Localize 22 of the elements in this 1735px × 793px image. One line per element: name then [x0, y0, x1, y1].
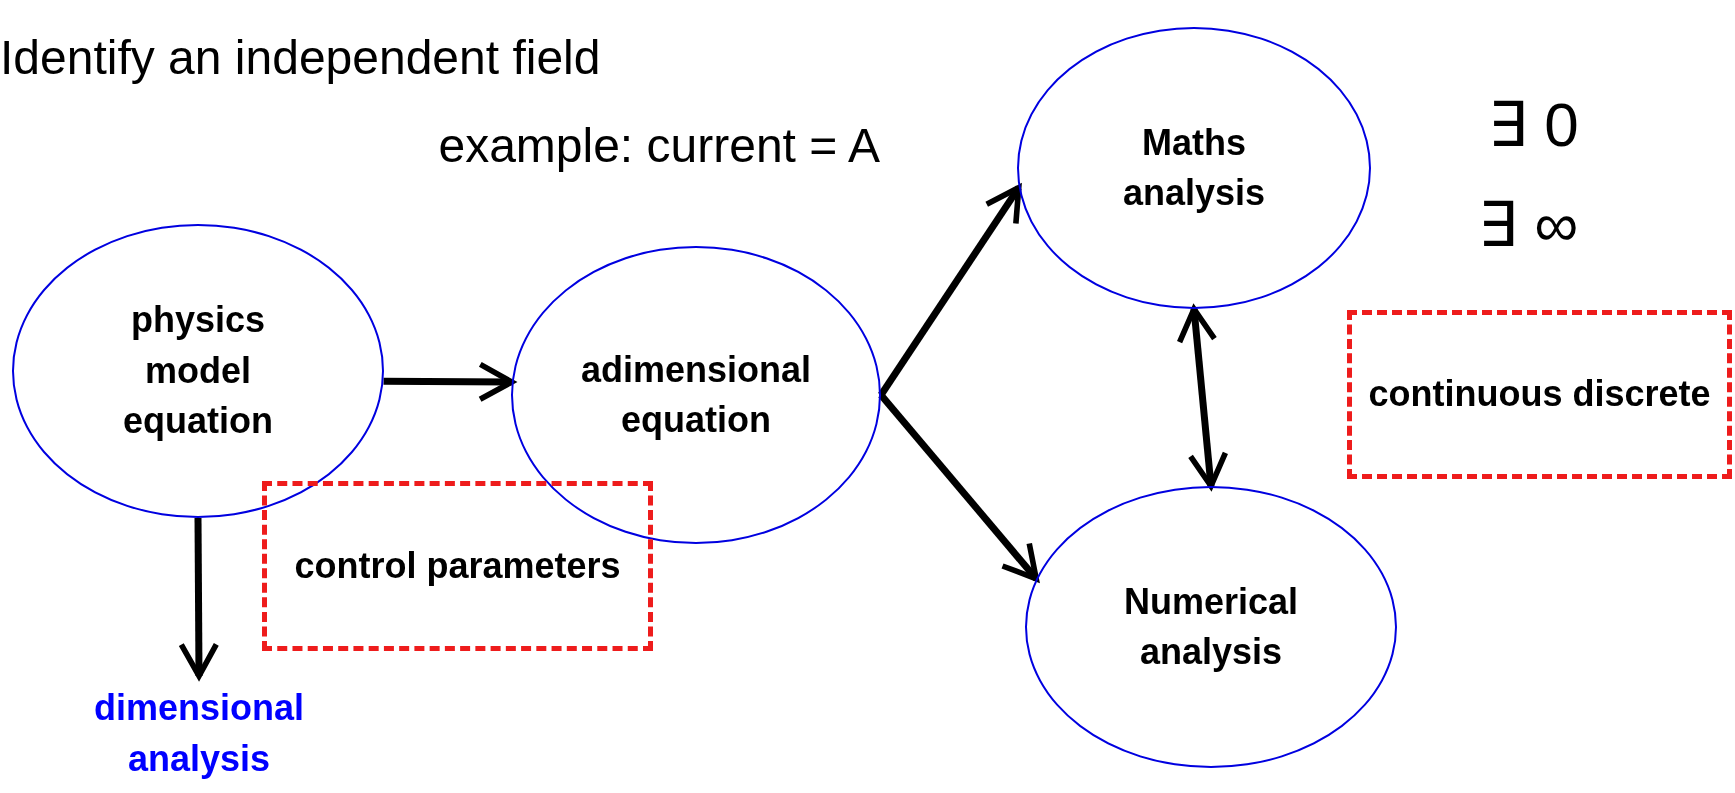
ellipse-node — [1017, 27, 1371, 309]
node-label: Numerical analysis — [1122, 579, 1300, 674]
node-label: Maths analysis — [1121, 120, 1267, 215]
text-label: Identify an independent field — [0, 30, 601, 85]
ellipse-node — [12, 224, 384, 518]
node-label: dimensional analysis — [92, 686, 305, 781]
ellipse-node — [511, 246, 881, 544]
node-label: physics model equation — [122, 298, 274, 444]
arrow — [383, 361, 515, 403]
arrow — [878, 392, 1039, 582]
dashed-box — [1347, 310, 1732, 479]
text-label: ∃ 0 — [1488, 89, 1579, 161]
arrow — [1176, 306, 1229, 489]
arrow — [178, 517, 220, 679]
node-label: adimensional equation — [579, 347, 813, 442]
text-label: example: current = A — [438, 118, 880, 173]
arrow — [878, 184, 1022, 397]
dashed-box — [262, 481, 653, 651]
node-label: control parameters — [294, 543, 621, 588]
ellipse-node — [1025, 486, 1397, 768]
text-label: ∃ ∞ — [1478, 189, 1579, 261]
node-label: continuous discrete — [1368, 372, 1711, 417]
